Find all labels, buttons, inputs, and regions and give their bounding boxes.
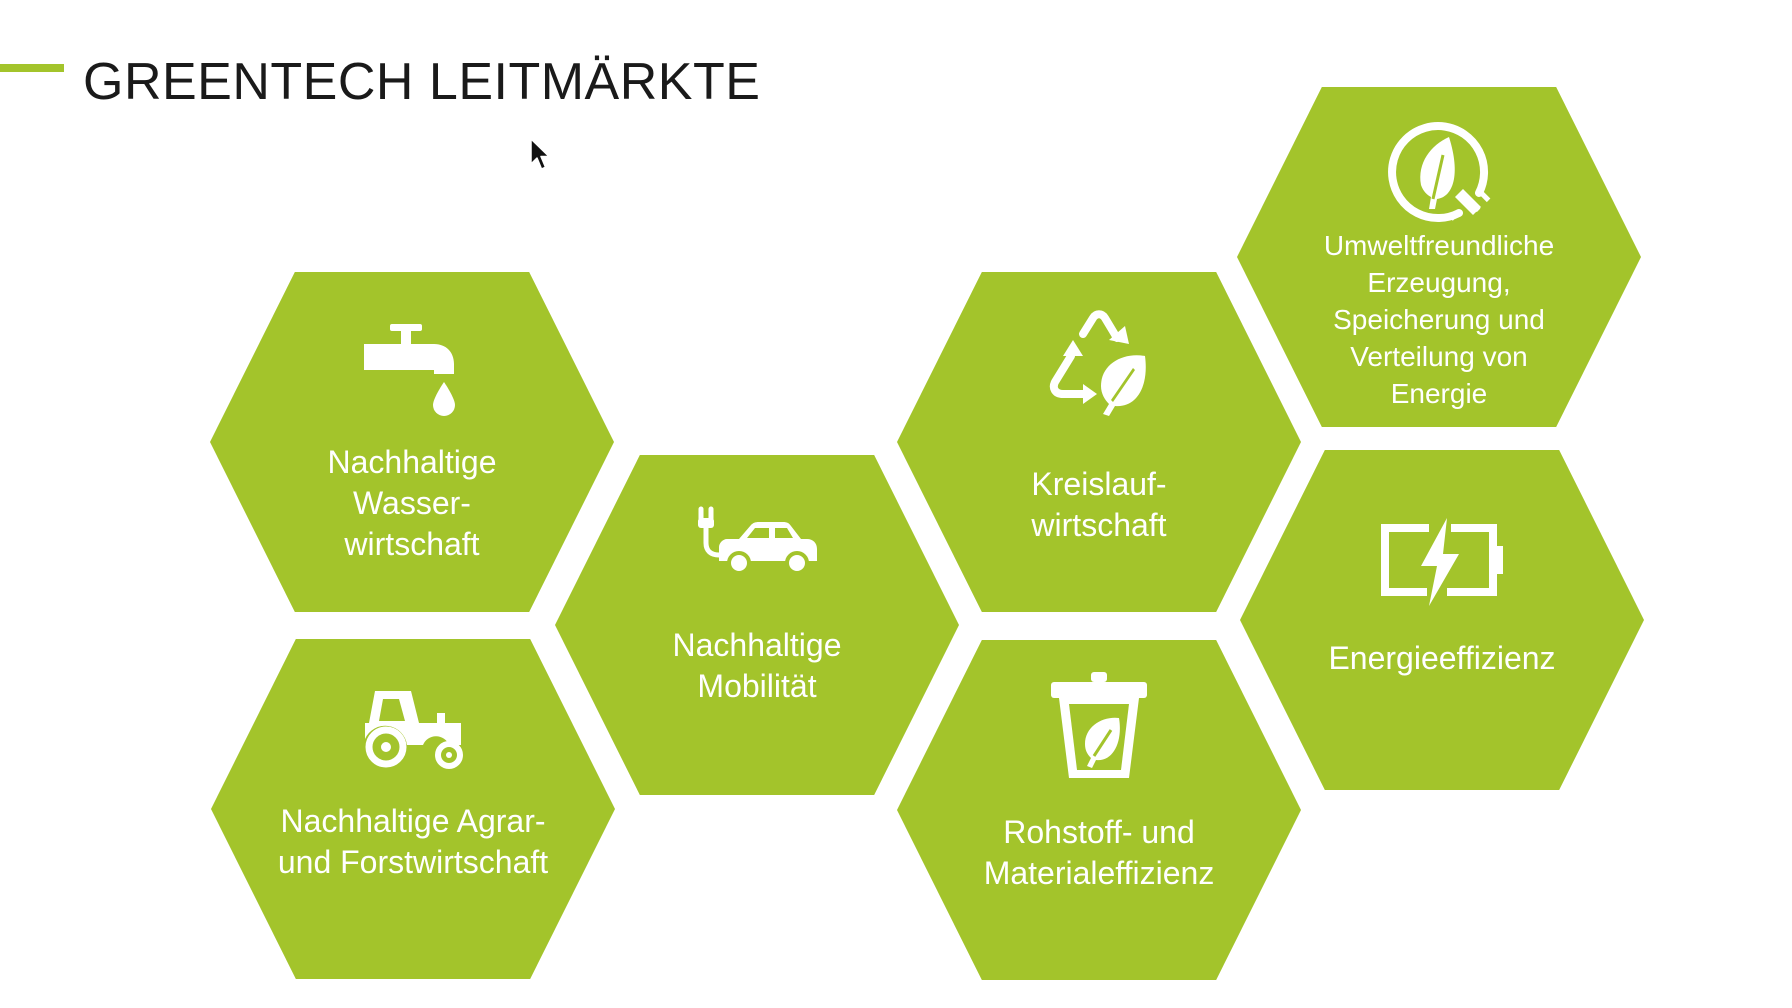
recycle-leaf-icon	[1049, 310, 1146, 416]
label-line: wirtschaft	[1031, 507, 1167, 543]
water-tap-icon	[364, 324, 455, 416]
hex-umweltfreundliche-energie[interactable]: Umweltfreundliche Erzeugung, Speicherung…	[1237, 87, 1641, 427]
electric-car-icon	[698, 506, 817, 575]
leaf-plug-icon	[1388, 122, 1491, 223]
hex-label: Umweltfreundliche Erzeugung, Speicherung…	[1277, 227, 1601, 412]
label-line: Mobilität	[697, 668, 817, 704]
hexagon-shape	[211, 639, 615, 979]
hex-label: Rohstoff- und Materialeffizienz	[937, 812, 1261, 894]
mouse-cursor-icon	[530, 138, 550, 170]
hex-label: Nachhaltige Agrar- und Forstwirtschaft	[251, 801, 575, 883]
tractor-icon	[365, 691, 463, 769]
hex-label: Kreislauf- wirtschaft	[937, 464, 1261, 546]
page-title: GREENTECH LEITMÄRKTE	[83, 53, 761, 111]
hexagon-shape	[555, 455, 959, 795]
hex-agrar-forstwirtschaft[interactable]: Nachhaltige Agrar- und Forstwirtschaft	[211, 639, 615, 979]
label-line: Rohstoff- und	[1003, 814, 1195, 850]
label-line: Kreislauf-	[1031, 466, 1167, 502]
hex-label: Energieeffizienz	[1280, 638, 1604, 679]
label-line: Materialeffizienz	[983, 855, 1215, 891]
hex-mobilitaet[interactable]: Nachhaltige Mobilität	[555, 455, 959, 795]
label-line: Nachhaltige	[327, 444, 497, 480]
label-line: wirtschaft	[344, 526, 480, 562]
title-accent-line	[0, 64, 64, 72]
label-line: Umweltfreundliche	[1323, 230, 1555, 261]
hexagon-shape	[1240, 450, 1644, 790]
label-line: Speicherung und	[1333, 304, 1545, 335]
hexagon-shape	[897, 272, 1301, 612]
label-line: Energieeffizienz	[1328, 640, 1556, 676]
hex-label: Nachhaltige Mobilität	[595, 625, 919, 707]
hex-rohstoff-materialeffizienz[interactable]: Rohstoff- und Materialeffizienz	[897, 640, 1301, 980]
hex-kreislaufwirtschaft[interactable]: Kreislauf- wirtschaft	[897, 272, 1301, 612]
label-line: Erzeugung,	[1367, 267, 1511, 298]
label-line: Wasser-	[353, 485, 471, 521]
hex-label: Nachhaltige Wasser- wirtschaft	[250, 442, 574, 565]
battery-charge-icon	[1381, 518, 1503, 606]
label-line: Nachhaltige Agrar-	[280, 803, 546, 839]
hex-energieeffizienz[interactable]: Energieeffizienz	[1240, 450, 1644, 790]
eco-bin-icon	[1051, 672, 1147, 778]
label-line: Verteilung von	[1350, 341, 1528, 372]
label-line: und Forstwirtschaft	[277, 844, 549, 880]
label-line: Nachhaltige	[672, 627, 842, 663]
hex-wasserwirtschaft[interactable]: Nachhaltige Wasser- wirtschaft	[210, 272, 614, 612]
label-line: Energie	[1390, 378, 1488, 409]
